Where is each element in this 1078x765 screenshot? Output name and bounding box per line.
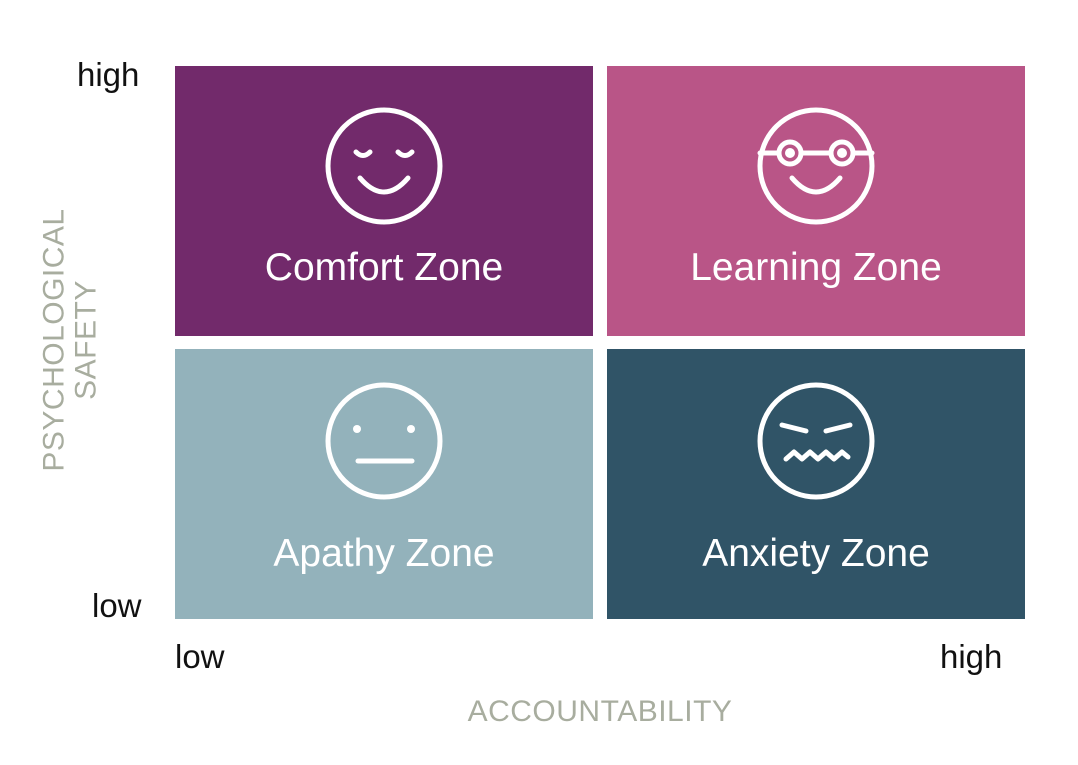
learning-zone-label: Learning Zone: [690, 246, 942, 289]
y-axis-title-line1: PSYCHOLOGICAL: [37, 208, 71, 472]
y-axis-high-label: high: [77, 56, 140, 93]
apathy-zone-label: Apathy Zone: [273, 532, 495, 575]
x-axis-high-label: high: [940, 638, 1003, 675]
anxiety-zone-quadrant: Anxiety Zone: [607, 349, 1025, 619]
x-axis-title: ACCOUNTABILITY: [467, 695, 733, 728]
apathy-zone-quadrant: Apathy Zone: [175, 349, 593, 619]
y-axis-title: PSYCHOLOGICAL SAFETY: [37, 140, 103, 540]
y-axis-low-label: low: [92, 587, 142, 624]
anxiety-zone-label: Anxiety Zone: [702, 532, 930, 575]
comfort-zone-quadrant: Comfort Zone: [175, 66, 593, 336]
comfort-zone-label: Comfort Zone: [264, 246, 504, 289]
neutral-face-icon: [324, 381, 444, 501]
face-with-glasses-icon: [756, 106, 876, 226]
learning-zone-quadrant: Learning Zone: [607, 66, 1025, 336]
x-axis-low-label: low: [175, 638, 225, 675]
content-face-icon: [324, 106, 444, 226]
y-axis-title-line2: SAFETY: [69, 280, 102, 400]
anxious-face-icon: [756, 381, 876, 501]
